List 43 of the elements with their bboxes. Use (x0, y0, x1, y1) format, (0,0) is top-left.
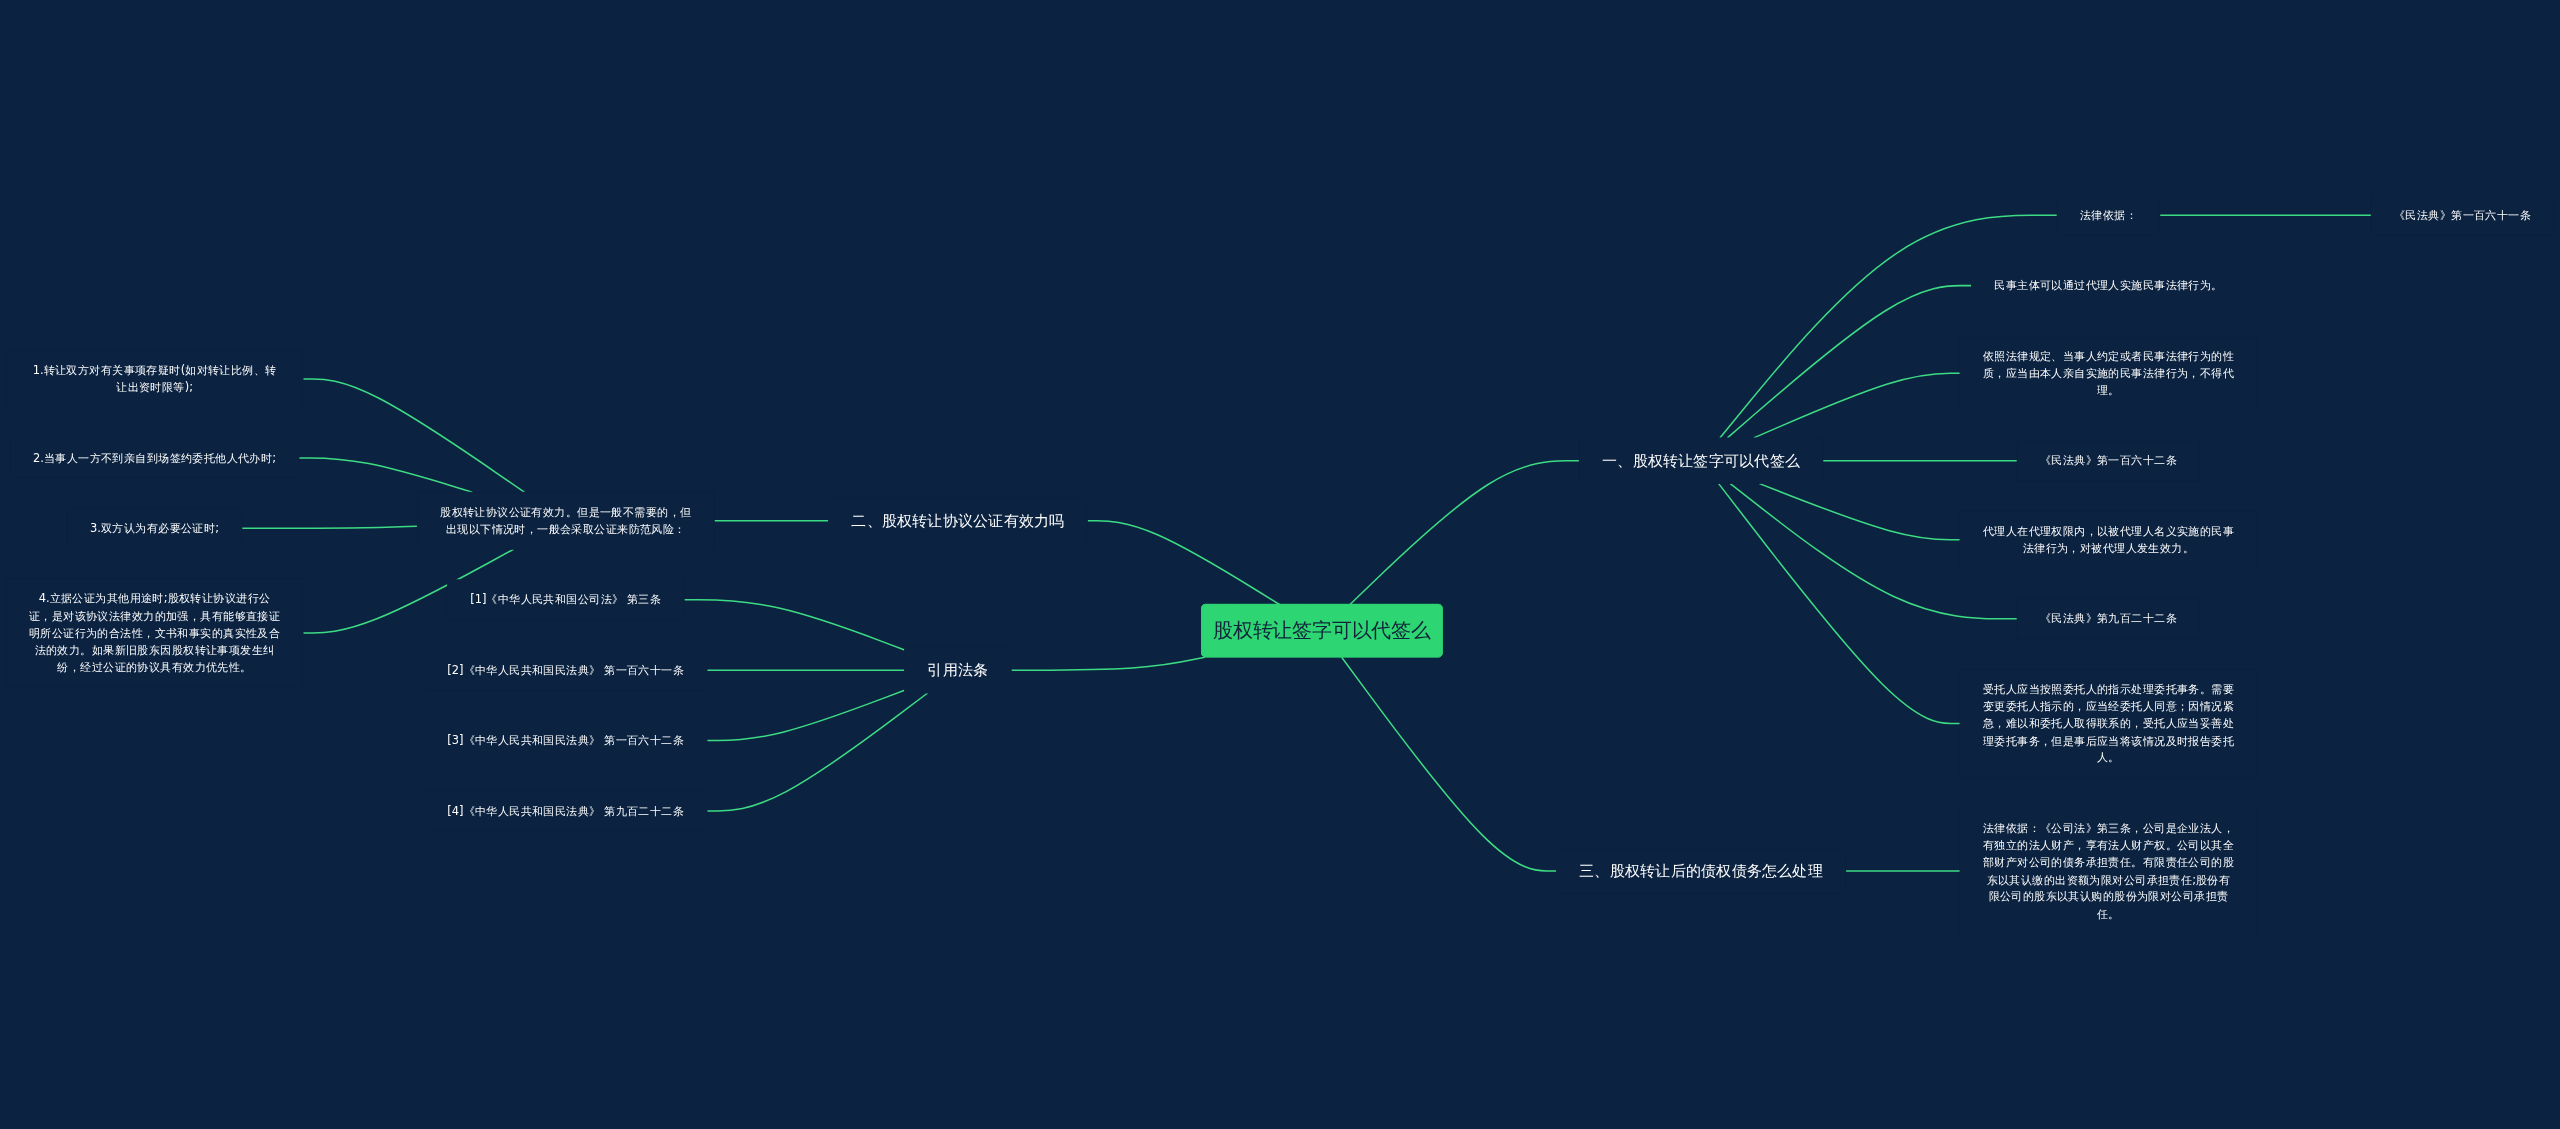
connector (683, 598, 906, 651)
node-text: 法律依据：《公司法》第三条，公司是企业法人，有独立的法人财产，享有法人财产权。公司以其全部财产对公司的债务承担责任。有限责任公司的股东以其认缴的出资额为限对公司承担责任;股份有限公司的股东以其认购的股份为限对公司承担责任。 (1982, 821, 2235, 921)
connector (1010, 656, 1206, 671)
node-text: [2]《中华人民共和国民法典》 第一百六十一条 (447, 663, 685, 677)
node-text: 4.立据公证为其他用途时;股权转让协议进行公证，是对该协议法律效力的加强，具有能够直接证明所公证行为的合法性，文书和事实的真实性及合法的效力。如果新旧股东因股权转让事项发生纠纷，经过公证的协议具有效力优先性。 (28, 591, 281, 674)
node-text: [4]《中华人民共和国民法典》 第九百二十二条 (447, 803, 685, 818)
connector (302, 378, 526, 493)
node-text: 引用法条 (927, 661, 989, 680)
connector (1845, 870, 1961, 872)
node-text: 民事主体可以通过代理人实施民事法律行为。 (1994, 278, 2223, 293)
node-text: 2.当事人一方不到亲自到场签约委托他人代办时; (32, 450, 277, 465)
node-text: 《民法典》第九百二十二条 (2039, 611, 2177, 626)
node-text: 代理人在代理权限内，以被代理人名义实施的民事法律行为，对被代理人发生效力。 (1982, 524, 2235, 555)
connector (1758, 482, 1961, 541)
node-text: 三、股权转让后的债权债务怎么处理 (1579, 861, 1823, 881)
connector (1086, 519, 1281, 606)
connector (298, 457, 474, 493)
connector (1822, 460, 2018, 462)
node-text: [3]《中华人民共和国民法典》 第一百六十二条 (447, 733, 685, 748)
node-text: 1.转让双方对有关事项存疑时(如对转让比例、转让出资时限等); (32, 363, 277, 395)
connector (1348, 460, 1580, 606)
connector (706, 692, 929, 812)
connector (302, 548, 515, 634)
node-text: 3.双方认为有必要公证时; (90, 521, 220, 535)
connector (1719, 214, 2058, 439)
connector (713, 519, 830, 522)
connector (706, 689, 906, 742)
connector (241, 525, 419, 530)
node-text: [1]《中华人民共和国公司法》 第三条 (470, 592, 662, 607)
node-text: 《民法典》第一百六十一条 (2394, 208, 2532, 222)
connector (1729, 482, 2018, 620)
node-text: 法律依据： (2079, 208, 2138, 222)
connector (1726, 284, 1973, 439)
node-text: 《民法典》第一百六十二条 (2039, 453, 2177, 468)
node-text: 依照法律规定、当事人约定或者民事法律行为的性质，应当由本人亲自实施的民事法律行为，不得代理。 (1982, 349, 2235, 397)
node-text: 受托人应当按照委托人的指示处理委托事务。需要变更委托人指示的，应当经委托人同意；因情况紧急，难以和委托人取得联系的，受托人应当妥善处理委托事务，但是事后应当将该情况及时报告委托人。 (1982, 682, 2235, 765)
node-text: 股权转让协议公证有效力。但是一般不需要的，但出现以下情况时，一般会采取公证来防范风险： (440, 505, 692, 536)
node-text: 二、股权转让协议公证有效力吗 (851, 511, 1065, 530)
connector (1717, 482, 1961, 725)
connector (706, 669, 906, 671)
connector (1340, 656, 1558, 872)
node-text: 一、股权转让签字可以代签么 (1602, 451, 1801, 470)
connector (2159, 214, 2372, 216)
